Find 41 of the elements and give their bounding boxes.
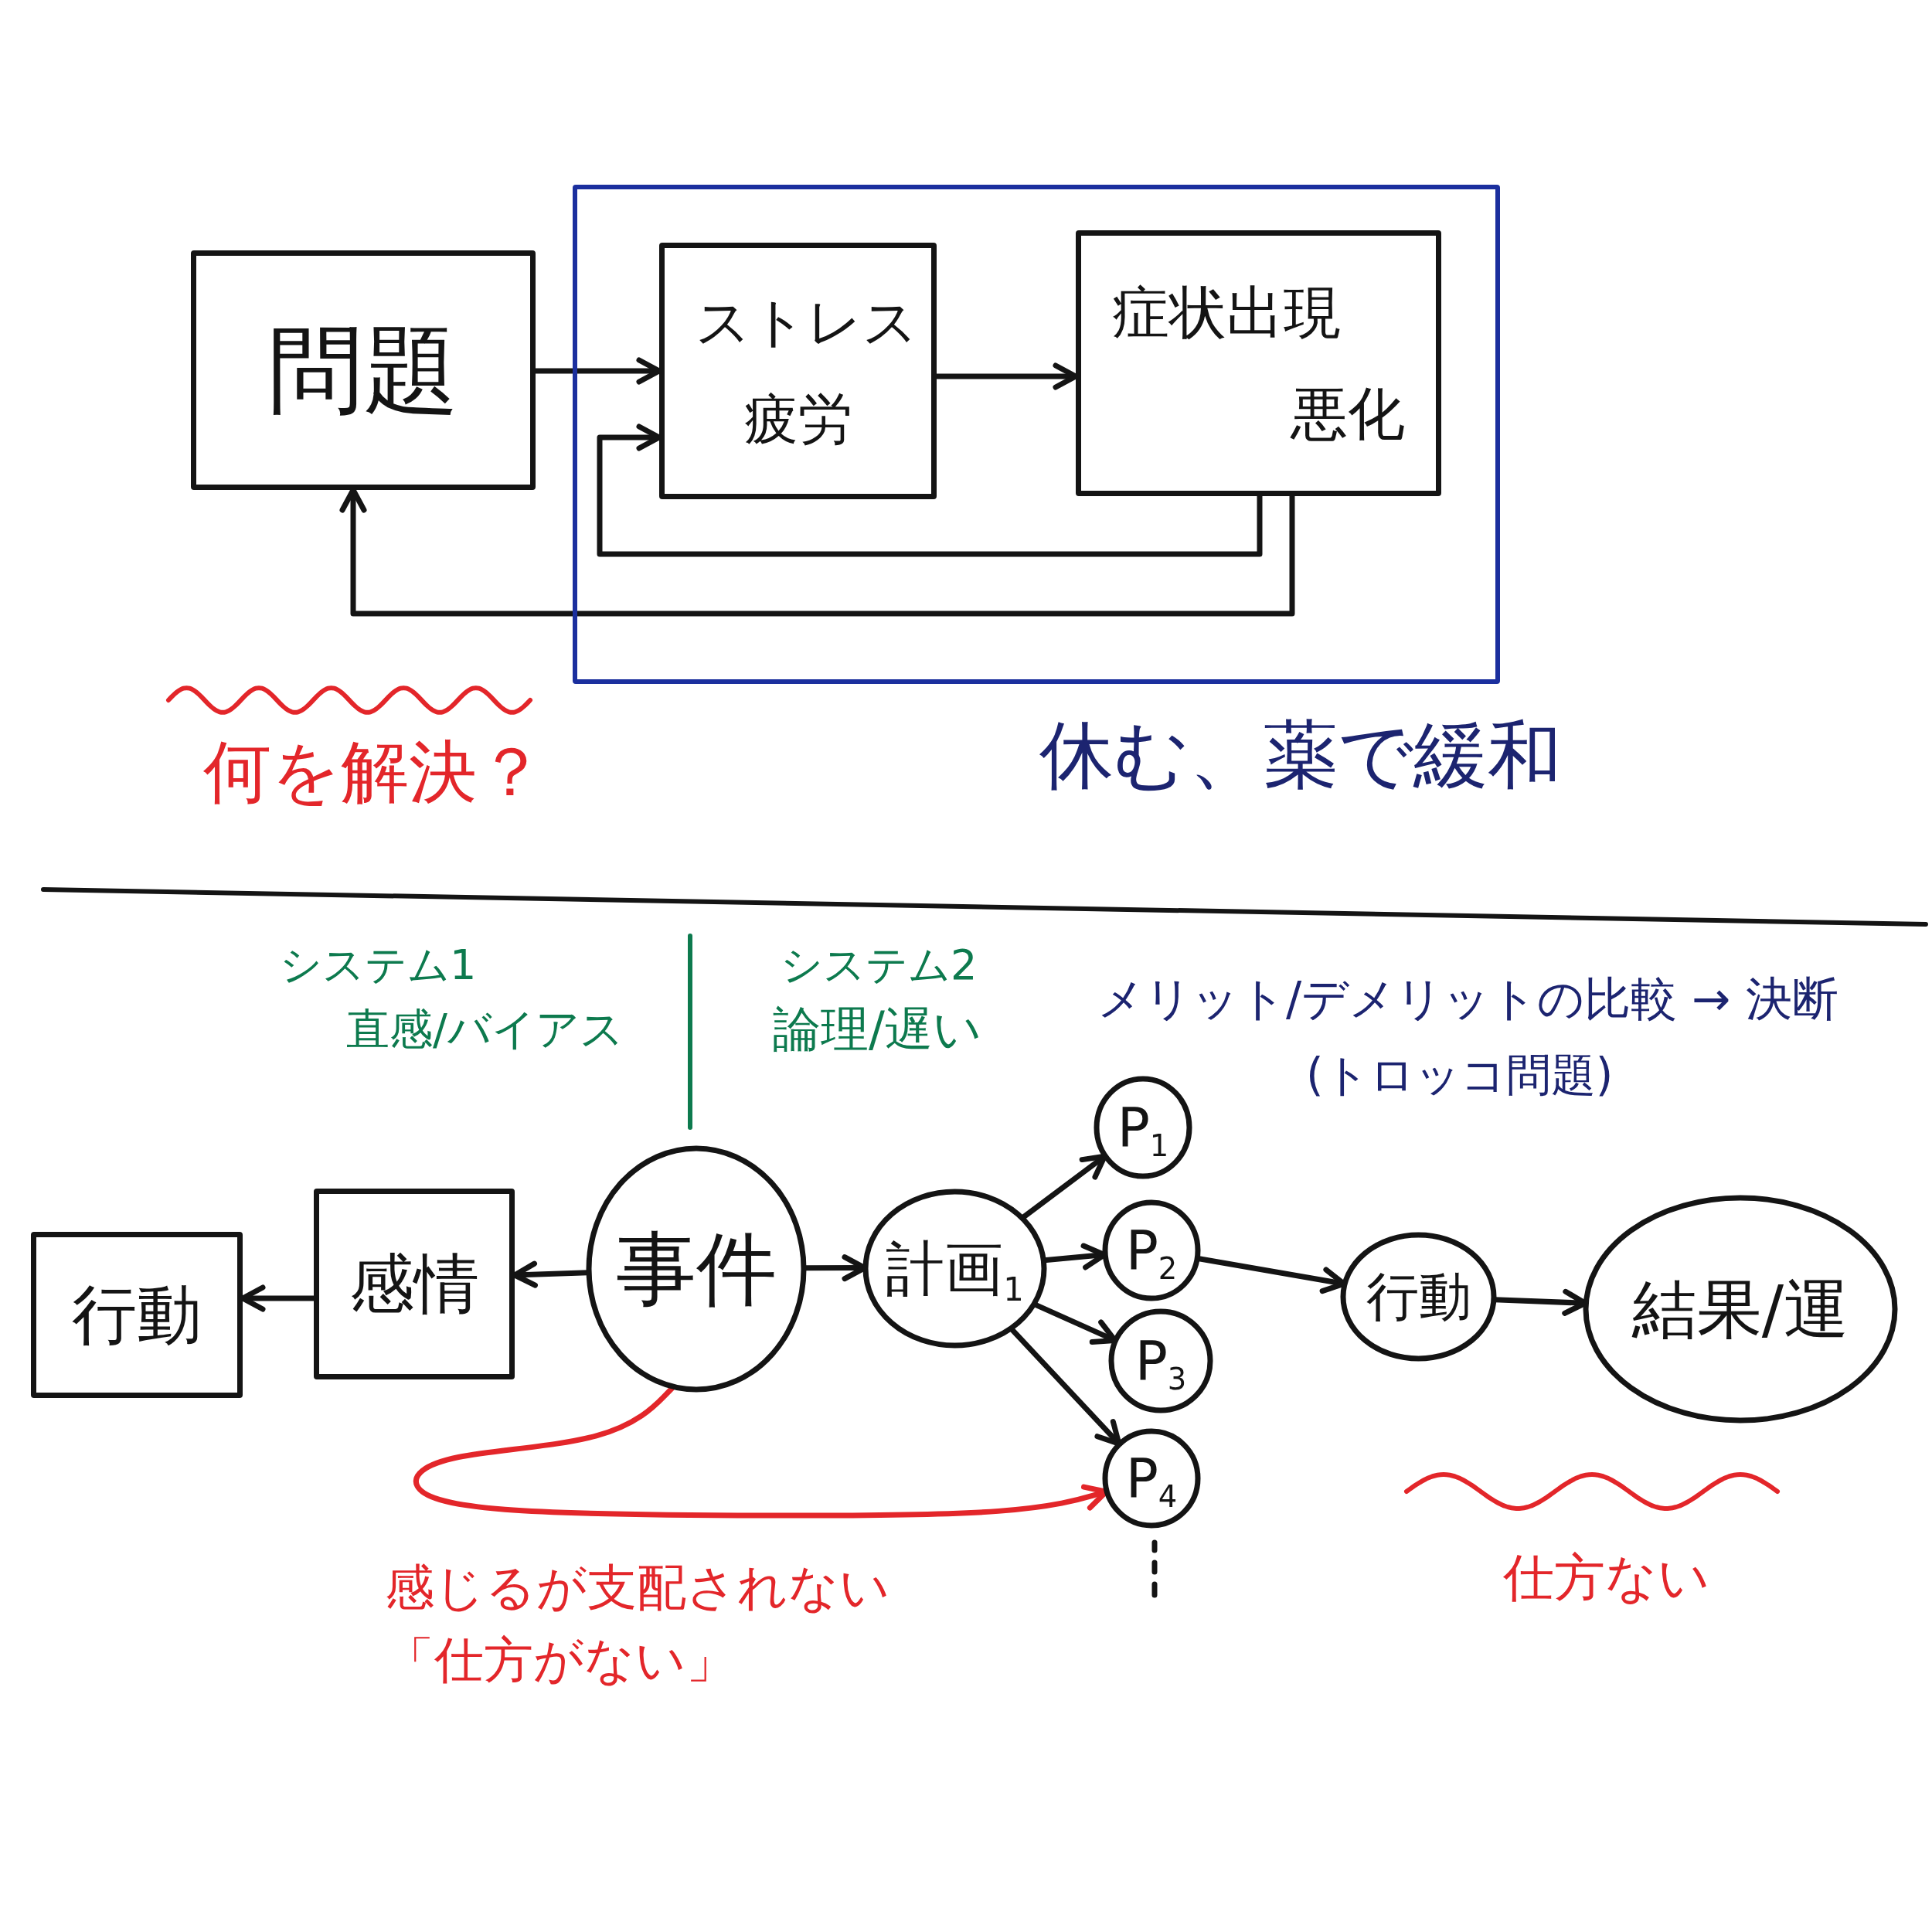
node-text: P$_{2}$ [1125,1220,1178,1281]
annotation-text: システム1 [280,941,477,990]
circle-node [1583,1195,1898,1423]
circle-node [862,1189,1047,1349]
circle-node [586,1145,807,1393]
caption-text: 休む、薬で緩和 [1039,713,1562,798]
process-box [1076,230,1441,496]
node-text: 悪化 [1291,382,1405,445]
process-box [314,1189,515,1379]
node-text: P$_{4}$ [1125,1448,1178,1509]
circle-node [1094,1076,1192,1179]
arrow [597,423,1263,557]
node-text: P$_{3}$ [1134,1331,1187,1391]
node-text: 計画$_{1}$ [886,1236,1024,1301]
node-text: 行動 [1366,1267,1471,1326]
process-box [31,1232,243,1398]
node-text: 結果/運 [1631,1273,1849,1345]
node-text: 行動 [72,1279,202,1351]
node-text: 疲労 [743,389,852,449]
annotation-text: (トロッコ問題) [1306,1049,1614,1101]
node-text: 症状出現 [1112,281,1341,345]
circle-node [1340,1232,1497,1362]
annotation-text: メリット/デメリットの比較 → 決断 [1097,972,1838,1026]
circle-node [1102,1199,1201,1301]
process-box [659,243,937,499]
annotation-text: システム2 [781,941,978,990]
annotation-text: 仕方ない [1503,1549,1710,1607]
annotation-text: 直感/バイアス [346,1005,624,1055]
annotation-text: 「仕方がない」 [385,1632,736,1689]
annotation-text: 論理/遅い [773,1002,981,1057]
node-text: P$_{1}$ [1117,1097,1169,1158]
circle-node [1108,1308,1213,1413]
group-frame [573,185,1500,684]
node-text: 事件 [616,1224,777,1314]
node-text: ストレス [696,293,918,352]
process-box [191,250,536,490]
node-text: 感情 [349,1248,479,1320]
node-text: 問題 [267,317,459,423]
annotation-text: 感じるが支配されない [385,1560,890,1617]
annotation-text: 何を解決？ [203,733,545,811]
circle-node [1102,1428,1201,1529]
